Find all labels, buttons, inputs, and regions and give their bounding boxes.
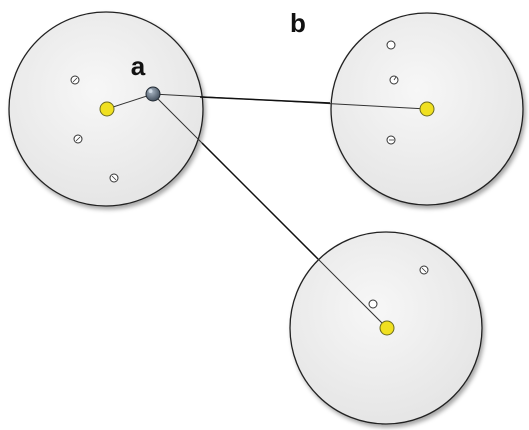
link-sink-to-head3-shadow <box>201 142 319 260</box>
member-node <box>109 173 119 183</box>
cluster-head-3 <box>379 320 395 336</box>
member-node <box>70 75 80 85</box>
sink-node-a <box>145 86 161 102</box>
cluster-head-1 <box>99 101 115 117</box>
cluster-head-2 <box>419 101 435 117</box>
member-node <box>368 299 378 309</box>
link-sink-to-head2-shadow <box>199 96 331 104</box>
link-head1-to-sink <box>106 93 154 110</box>
label-b: b <box>290 8 306 38</box>
member-node <box>386 40 396 50</box>
member-node <box>419 265 429 275</box>
member-node <box>386 135 396 145</box>
member-node <box>389 75 399 85</box>
member-node <box>73 134 83 144</box>
label-a: a <box>131 51 146 81</box>
